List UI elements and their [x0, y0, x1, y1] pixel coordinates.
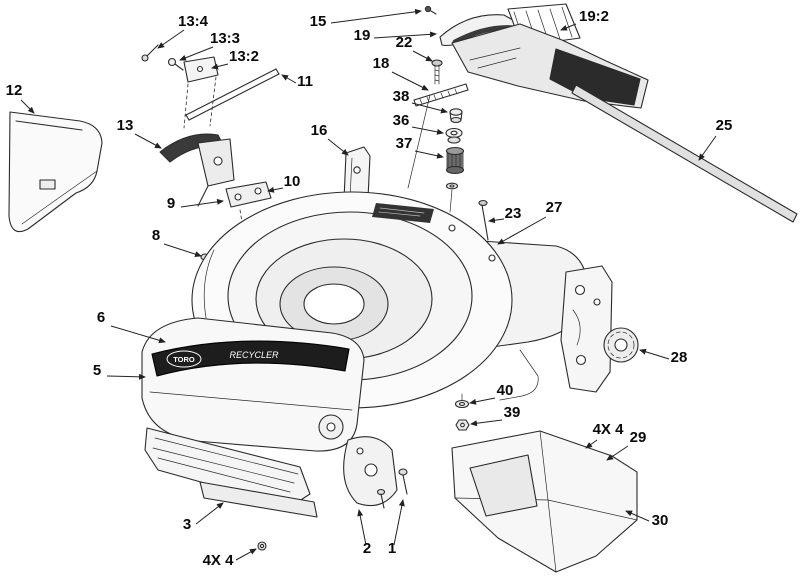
callout-27: 27 — [546, 199, 563, 216]
callout-30: 30 — [652, 512, 669, 529]
callout-22: 22 — [396, 34, 413, 51]
leader-line-19 — [488, 217, 505, 224]
part-13-2-bracket — [183, 56, 219, 129]
part-37-roller — [445, 146, 465, 213]
part-39-nut — [455, 419, 470, 431]
callout-6: 6 — [97, 309, 105, 326]
part-36-pulley — [445, 127, 463, 144]
callout-28: 28 — [671, 349, 688, 366]
leader-line-7 — [391, 71, 429, 91]
part-22-bolt — [431, 59, 443, 85]
callout-8: 8 — [152, 227, 160, 244]
callout-10: 10 — [284, 173, 301, 190]
leader-line-8 — [411, 102, 448, 114]
leader-line-2 — [211, 63, 229, 70]
callout-18: 18 — [373, 55, 390, 72]
leader-line-16 — [267, 186, 284, 193]
leader-line-10 — [414, 150, 444, 159]
deck-logo-text: TORO — [173, 355, 195, 364]
leader-line-31 — [625, 510, 650, 522]
part-15-screw — [424, 5, 437, 15]
callout-13:4: 13:4 — [178, 13, 209, 30]
part-2-plate — [343, 436, 398, 507]
part-25-handle-tube — [571, 84, 798, 223]
leader-line-18 — [163, 243, 202, 258]
leader-line-28 — [195, 502, 224, 525]
part-13-lever — [159, 133, 235, 207]
part-12-side-panel — [8, 111, 103, 233]
part-23-bolt — [478, 199, 489, 241]
callout-3: 3 — [183, 516, 191, 533]
leader-line-17 — [180, 198, 224, 208]
leader-line-30 — [393, 499, 405, 546]
leader-line-26 — [585, 439, 598, 449]
leader-line-11 — [20, 99, 35, 114]
leader-line-12 — [134, 133, 162, 149]
leader-line-13 — [281, 74, 297, 84]
leader-line-4 — [373, 31, 437, 39]
callout-4X-4: 4X 4 — [203, 552, 235, 569]
leader-line-24 — [469, 397, 496, 405]
callout-13: 13 — [117, 117, 134, 134]
part-5-front-housing: TORO RECYCLER — [141, 317, 365, 452]
handle-mount — [451, 23, 649, 109]
leader-line-3 — [330, 8, 422, 24]
diagram-artwork: TORO RECYCLER — [8, 3, 798, 573]
callout-1: 1 — [388, 540, 396, 557]
callout-11: 11 — [297, 73, 313, 90]
leader-line-15 — [698, 135, 717, 161]
leader-line-0 — [157, 29, 185, 49]
part-30-chute — [451, 430, 638, 573]
callout-13:3: 13:3 — [210, 30, 240, 47]
part-1-bolt — [376, 468, 408, 509]
callout-16: 16 — [311, 122, 328, 139]
leader-line-32 — [235, 548, 257, 561]
leader-line-1 — [179, 46, 214, 61]
part-13-3-clip — [167, 57, 184, 71]
callout-2: 2 — [363, 540, 371, 557]
leader-line-14 — [327, 138, 349, 156]
part-40-washer — [454, 393, 470, 409]
callout-19:2: 19:2 — [579, 8, 609, 25]
callout-12: 12 — [6, 82, 23, 99]
part-6-brand-band: TORO RECYCLER — [151, 340, 350, 377]
leader-line-27 — [606, 445, 629, 461]
leader-line-9 — [411, 126, 444, 135]
callout-19: 19 — [354, 27, 371, 44]
callout-36: 36 — [393, 112, 410, 129]
callout-9: 9 — [167, 195, 175, 212]
part-38-cup — [449, 108, 463, 124]
callout-23: 23 — [505, 205, 522, 222]
callout-29: 29 — [630, 429, 647, 446]
callout-13:2: 13:2 — [229, 48, 259, 65]
callout-38: 38 — [393, 88, 410, 105]
part-3-rear-door — [144, 427, 318, 518]
leader-line-29 — [357, 509, 367, 546]
callout-15: 15 — [310, 13, 327, 30]
leader-line-6 — [412, 50, 433, 62]
callout-4X-4: 4X 4 — [593, 421, 625, 438]
leader-line-21 — [110, 325, 166, 344]
part-13-4-screw — [141, 44, 159, 62]
callout-40: 40 — [497, 382, 514, 399]
callout-37: 37 — [396, 135, 413, 152]
deck-model-text: RECYCLER — [229, 350, 279, 360]
part-11-rod — [185, 68, 280, 121]
callout-25: 25 — [716, 117, 733, 134]
leader-line-5 — [560, 23, 577, 31]
callout-5: 5 — [93, 362, 101, 379]
part-28-bracket — [560, 265, 639, 393]
leader-line-22 — [106, 373, 146, 380]
leader-line-23 — [639, 348, 670, 360]
leader-line-20 — [497, 216, 547, 245]
part-4-bolt-left — [257, 541, 267, 551]
callout-39: 39 — [504, 404, 521, 421]
leader-line-25 — [470, 419, 503, 427]
